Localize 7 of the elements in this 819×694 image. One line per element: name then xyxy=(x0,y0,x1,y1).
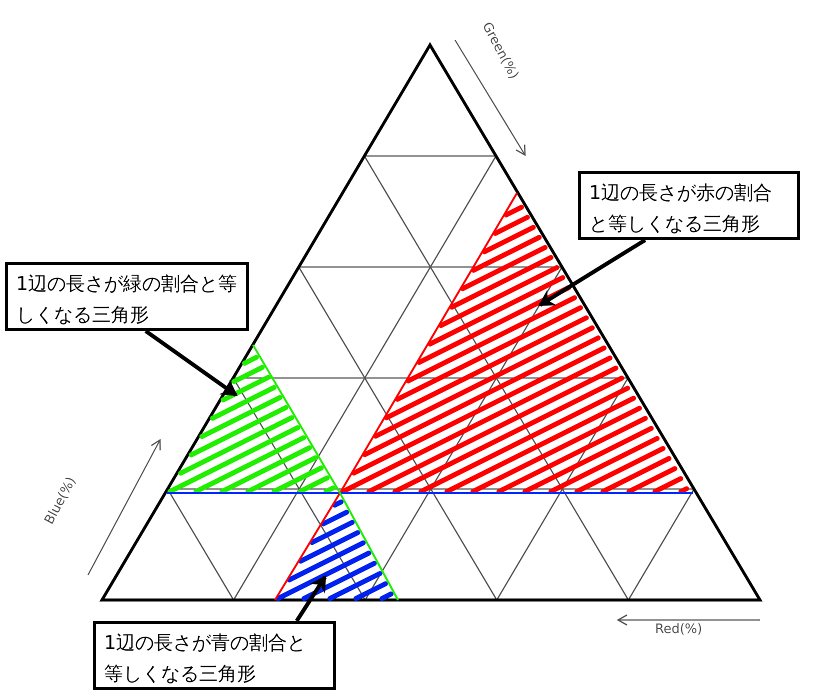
arrow xyxy=(538,238,646,307)
callout-box: 1辺の長さが緑の割合と等しくなる三角形 xyxy=(5,262,249,331)
axis-label: Red(%) xyxy=(655,622,702,637)
callout-box: 1辺の長さが赤の割合と等しくなる三角形 xyxy=(578,171,800,240)
arrow xyxy=(295,575,327,622)
arrow xyxy=(144,329,238,397)
callout-box: 1辺の長さが青の割合と等しくなる三角形 xyxy=(93,621,336,690)
